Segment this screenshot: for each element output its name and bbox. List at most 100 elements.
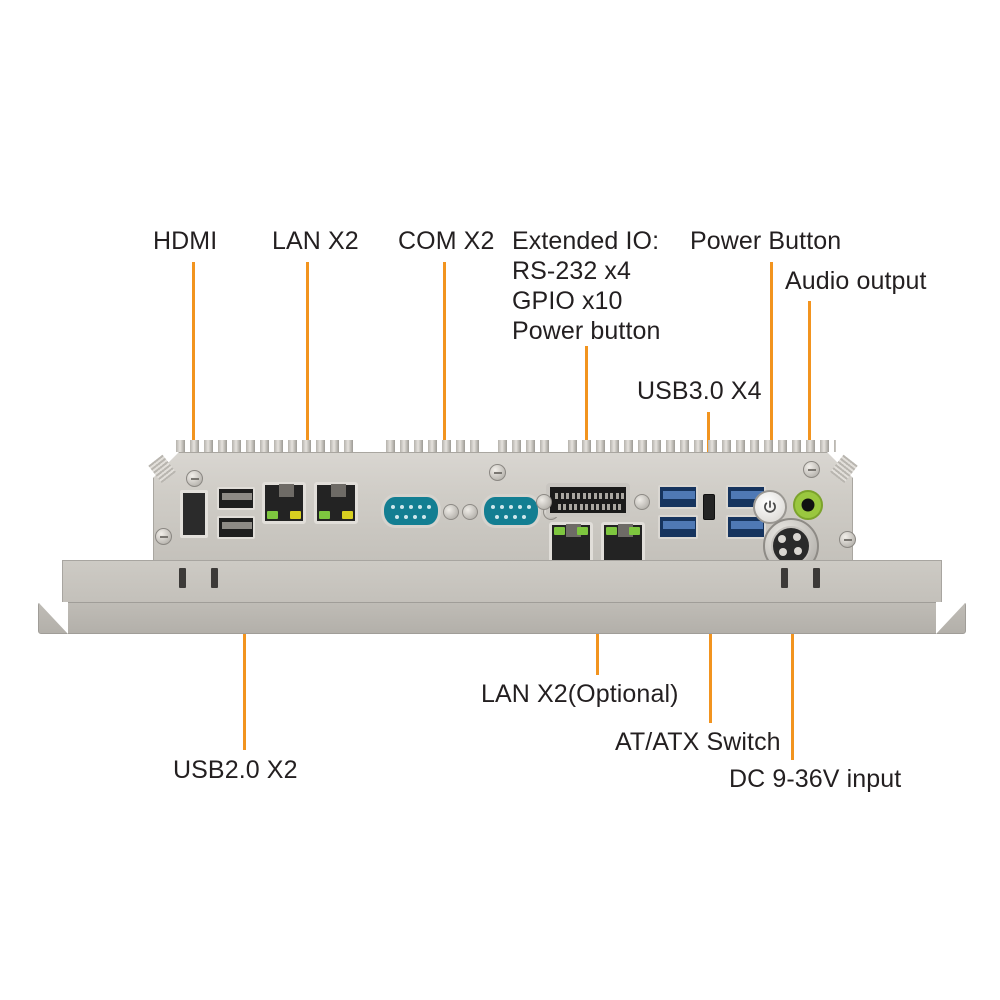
label-at-atx-switch: AT/ATX Switch (615, 728, 781, 756)
dsub26-pin (571, 493, 575, 499)
dsub26-pin (612, 504, 616, 510)
port-lan-2[interactable] (314, 482, 358, 524)
db9-pin (395, 515, 399, 519)
db9-pin (504, 515, 508, 519)
port-usb3-2[interactable] (658, 515, 698, 539)
usb3-tongue (663, 491, 695, 499)
db9-pin (522, 515, 526, 519)
bezel-vent-1 (179, 568, 186, 588)
db9-pin (509, 505, 513, 509)
switch-at-atx[interactable] (703, 494, 715, 520)
port-hdmi[interactable] (180, 490, 208, 538)
usb3-tongue (663, 521, 695, 529)
dsub26-pin (610, 493, 613, 499)
dsub26-pin (555, 493, 558, 499)
dsub26-pin (568, 504, 572, 510)
rj45-led-green (319, 511, 330, 519)
dsub26-pin (618, 504, 622, 510)
db9-pin (418, 505, 422, 509)
dsub26-pin (579, 504, 583, 510)
leader-audio-output (808, 301, 811, 490)
label-com-x2: COM X2 (398, 227, 495, 255)
com-screwpost-1 (443, 504, 459, 520)
dsub26-pin (557, 504, 561, 510)
dsub26-pin (560, 493, 564, 499)
button-power[interactable] (753, 490, 787, 524)
dc-pin-4 (794, 547, 802, 555)
dsub26-pin (607, 504, 611, 510)
db9-pin (491, 505, 495, 509)
db9-pin (500, 505, 504, 509)
rj45-led-green (554, 527, 565, 535)
power-icon (764, 500, 776, 513)
port-usb3-1[interactable] (658, 485, 698, 509)
dc-jack-inner (771, 526, 811, 566)
db9-pin (513, 515, 517, 519)
port-lan-optional-1[interactable] (549, 522, 593, 564)
chassis-screw-top-left (186, 470, 203, 487)
usb2-tongue (222, 493, 252, 500)
port-extended-io[interactable] (546, 483, 630, 517)
label-dc-input: DC 9-36V input (729, 765, 902, 793)
dc-pin-3 (779, 548, 787, 556)
rj45-clip (279, 484, 294, 497)
label-power-button: Power Button (690, 227, 842, 255)
com-screwpost-2 (462, 504, 478, 520)
rj45-led-green (606, 527, 617, 535)
label-lan-optional: LAN X2(Optional) (481, 680, 679, 708)
db9-pin (413, 515, 417, 519)
chassis-screw-bottom-left (155, 528, 172, 545)
db9-pin (409, 505, 413, 509)
port-usb2-top[interactable] (217, 487, 255, 510)
label-audio-output: Audio output (785, 267, 927, 295)
dsub26-pin (599, 493, 602, 499)
chassis-screw-top-right (803, 461, 820, 478)
jack-audio-output[interactable] (793, 490, 823, 520)
dc-pin-2 (793, 533, 801, 541)
db9-pin (427, 505, 431, 509)
dsub26-pin (585, 504, 589, 510)
display-bezel-upper (62, 560, 942, 608)
bezel-vent-2 (211, 568, 218, 588)
dsub26-pin (574, 504, 578, 510)
rj45-led-green-2 (577, 527, 588, 535)
port-lan-1[interactable] (262, 482, 306, 524)
leader-com-stem (443, 262, 446, 473)
port-lan-optional-2[interactable] (601, 522, 645, 564)
usb3-tongue (731, 491, 763, 499)
db9-pins (391, 505, 433, 521)
dsub26-pin (615, 493, 619, 499)
port-com-1[interactable] (381, 494, 441, 528)
leader-usb2 (243, 522, 246, 750)
bezel-vent-4 (813, 568, 820, 588)
dsub26-pin (593, 493, 597, 499)
leader-power-button (770, 262, 773, 490)
port-usb3-3[interactable] (726, 485, 766, 509)
dsub26-pin (621, 493, 624, 499)
port-com-2[interactable] (481, 494, 541, 528)
db9-pin (527, 505, 531, 509)
chassis-screw-center (489, 464, 506, 481)
bezel-vent-3 (781, 568, 788, 588)
dsub26-pins (555, 493, 625, 514)
dsub26-pin (604, 493, 608, 499)
extio-screwpost-left (536, 494, 552, 510)
db9-pin (518, 505, 522, 509)
rj45-led-yellow (342, 511, 353, 519)
db9-pins (491, 505, 533, 521)
dsub26-pin (596, 504, 600, 510)
leader-dc-input (791, 546, 794, 760)
port-usb2-bottom[interactable] (217, 516, 255, 539)
usb3-tongue (731, 521, 763, 529)
db9-pin (400, 505, 404, 509)
extio-screwpost-right (634, 494, 650, 510)
audio-jack-hole (801, 498, 815, 512)
db9-pin (391, 505, 395, 509)
rj45-clip (331, 484, 346, 497)
leader-lan-stem (306, 262, 309, 471)
rj45-led-yellow (290, 511, 301, 519)
dsub26-pin (588, 493, 591, 499)
display-bezel-lower (38, 602, 966, 634)
db9-pin (495, 515, 499, 519)
